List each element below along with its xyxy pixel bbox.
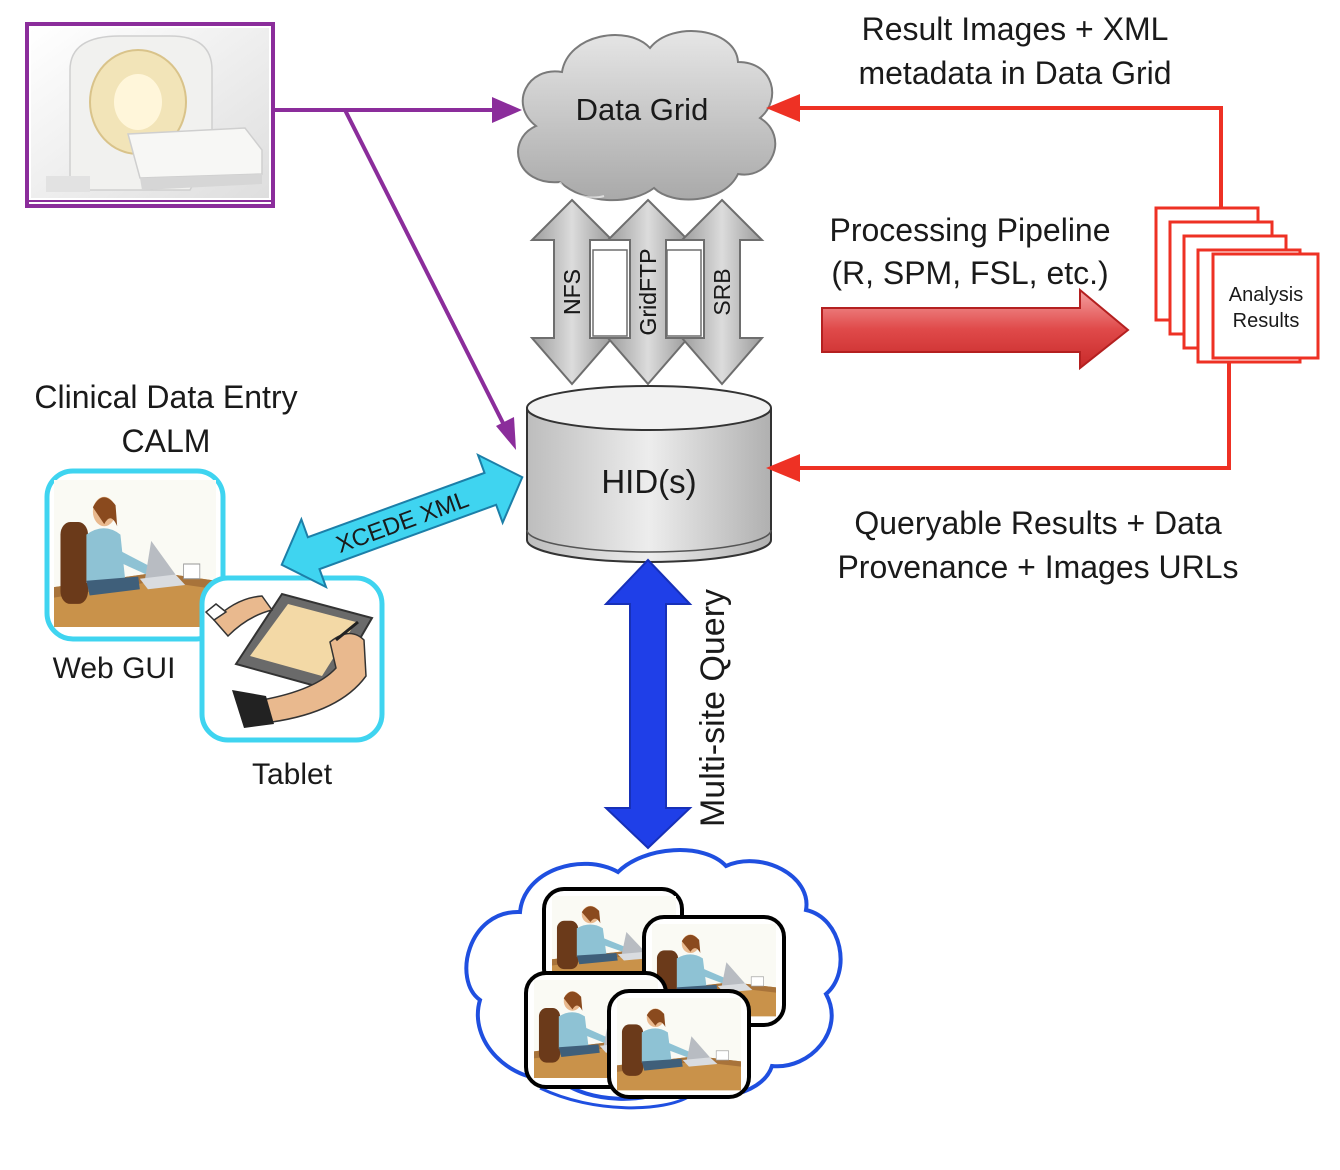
data-grid-cloud: Data Grid <box>517 30 777 202</box>
queryable-label-line1: Queryable Results + Data <box>854 505 1222 541</box>
result-images-label-line1: Result Images + XML <box>862 11 1169 47</box>
protocol-arrows: NFS GridFTP SRB NFS GridFTP <box>529 198 765 386</box>
nfs-label: NFS <box>559 269 585 315</box>
pipeline-label-line2: (R, SPM, FSL, etc.) <box>831 255 1108 291</box>
gridftp-label: GridFTP <box>635 249 661 336</box>
nfs-label-front: NFS <box>559 269 585 315</box>
analysis-results-label-line1: Analysis <box>1229 284 1303 306</box>
multisite-query-label: Multi-site Query <box>694 589 732 827</box>
web-gui-label: Web GUI <box>53 652 176 685</box>
tablet-label: Tablet <box>252 758 333 791</box>
person-at-laptop-icon <box>53 479 217 628</box>
mri-scanner-icon <box>31 28 269 198</box>
scanner-image <box>25 22 275 208</box>
result-images-label-line2: metadata in Data Grid <box>858 55 1171 91</box>
xcede-xml-arrow: XCEDE XML <box>280 452 524 590</box>
results-arrows <box>766 94 1231 482</box>
pipeline-label-line1: Processing Pipeline <box>829 212 1110 248</box>
gridftp-arrow: GridFTP <box>605 198 691 386</box>
srb-arrow: SRB <box>679 198 765 386</box>
srb-label: SRB <box>709 268 735 315</box>
site-card-4 <box>607 989 751 1099</box>
tablet-stylus-icon <box>204 584 376 734</box>
queryable-label-line2: Provenance + Images URLs <box>837 549 1238 585</box>
clinical-label-line2: CALM <box>122 423 211 459</box>
hid-label: HID(s) <box>601 463 696 500</box>
gridftp-label-front: GridFTP <box>635 249 661 336</box>
hid-database: HID(s) <box>526 385 772 563</box>
nfs-arrow: NFS <box>529 198 615 386</box>
processing-pipeline-arrow <box>821 287 1130 371</box>
clinical-label-line1: Clinical Data Entry <box>34 379 297 415</box>
multisite-query-arrow <box>603 558 693 850</box>
data-grid-label: Data Grid <box>576 92 709 127</box>
analysis-results-label-line2: Results <box>1233 310 1300 332</box>
tablet-card <box>199 575 385 743</box>
web-gui-card <box>44 468 226 642</box>
person-at-laptop-icon <box>616 997 742 1091</box>
scanner-arrows <box>273 97 522 450</box>
analysis-results-stack: Analysis Results <box>1154 206 1320 364</box>
